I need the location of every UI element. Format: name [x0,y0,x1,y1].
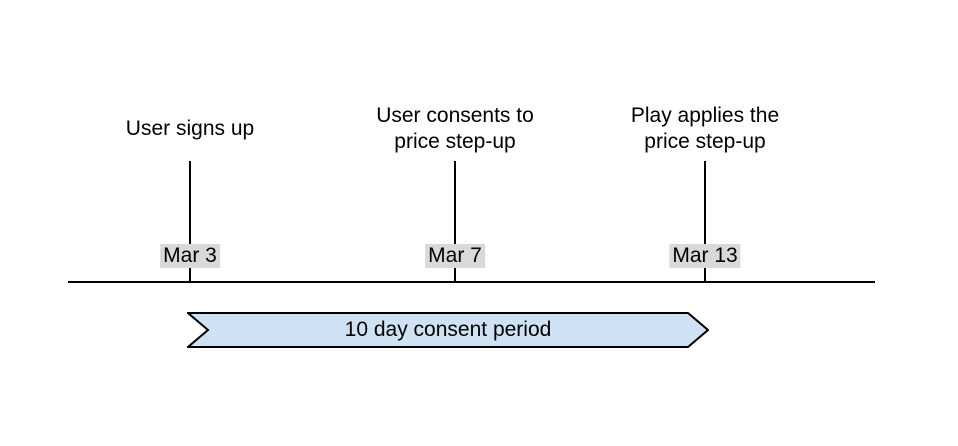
timeline-axis [68,281,875,283]
event-date-badge: Mar 7 [425,244,485,268]
event-date-badge: Mar 3 [160,244,220,268]
consent-period-arrow [187,312,709,348]
event-tick-line [189,161,191,283]
event-title: Play applies the price step-up [630,104,780,153]
event-date-badge: Mar 13 [669,244,741,268]
event-title: User signs up [125,117,255,140]
consent-period-arrow-shape [187,312,709,348]
consent-period-label: 10 day consent period [344,318,552,341]
event-title: User consents to price step-up [376,104,534,153]
event-tick-line [454,161,456,283]
event-tick-line [704,161,706,283]
